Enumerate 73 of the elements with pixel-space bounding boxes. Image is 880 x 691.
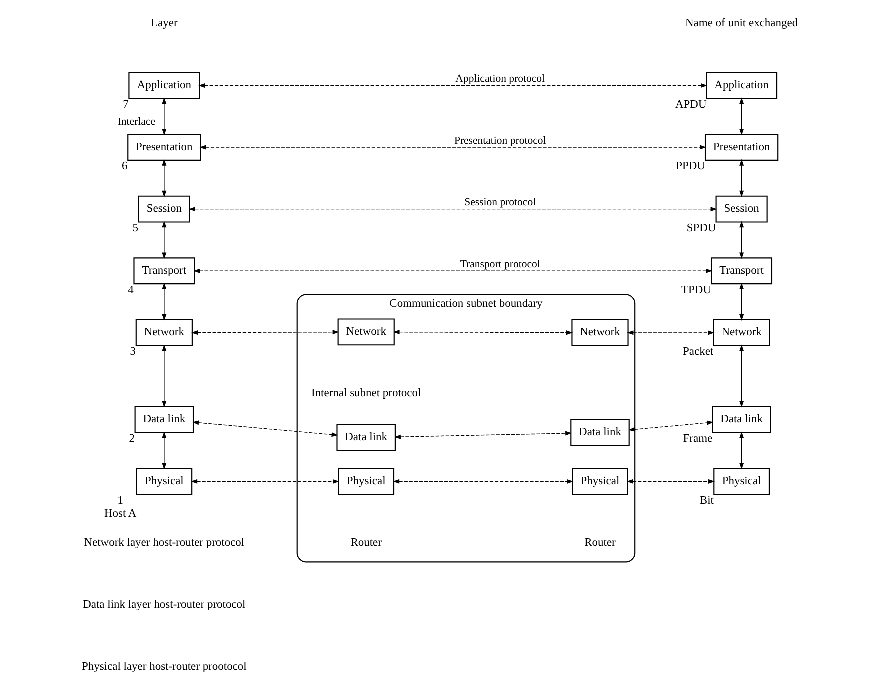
node-label: 6 bbox=[122, 160, 128, 173]
node-label: 7 bbox=[123, 98, 129, 111]
arrow bbox=[162, 98, 167, 136]
arrow bbox=[740, 344, 744, 408]
label: Data link layer host-router protocol bbox=[83, 599, 246, 612]
arrow bbox=[394, 431, 572, 440]
node-box: Network bbox=[136, 319, 193, 346]
edge-label: Application protocol bbox=[456, 73, 546, 86]
arrow bbox=[194, 268, 713, 274]
arrow bbox=[740, 98, 744, 136]
node-label: Packet bbox=[683, 346, 714, 358]
arrow bbox=[188, 207, 718, 212]
label: Physical layer host-router prootocol bbox=[82, 660, 247, 673]
node-label: TPDU bbox=[682, 284, 712, 296]
node-label: Frame bbox=[683, 433, 713, 446]
node-box: Data link bbox=[712, 406, 772, 434]
arrow bbox=[198, 83, 708, 88]
node-label: Bit bbox=[700, 494, 714, 507]
arrow bbox=[740, 432, 744, 470]
arrow bbox=[393, 479, 574, 484]
arrow bbox=[628, 420, 714, 432]
node-box: Physical bbox=[572, 468, 628, 496]
node-box: Network bbox=[338, 318, 395, 346]
node-box: Physical bbox=[136, 468, 193, 496]
arrow bbox=[192, 330, 340, 336]
arrow bbox=[162, 283, 167, 321]
arrow bbox=[740, 282, 744, 321]
arrow bbox=[740, 159, 744, 198]
arrow bbox=[162, 432, 167, 470]
node-box: Data link bbox=[134, 406, 194, 434]
node-label: 4 bbox=[128, 284, 134, 296]
node-label: PPDU bbox=[676, 160, 706, 173]
label: Internal subnet protocol bbox=[311, 388, 422, 400]
node-box: Application bbox=[128, 72, 200, 100]
arrow bbox=[162, 159, 167, 198]
arrow bbox=[192, 420, 338, 438]
node-box: Application bbox=[706, 72, 778, 100]
node-label: 3 bbox=[130, 346, 136, 358]
node-box: Session bbox=[716, 196, 768, 223]
node-label: Router bbox=[584, 537, 616, 550]
edge-label: Interlace bbox=[118, 116, 156, 128]
arrow bbox=[162, 221, 167, 260]
node-label: 2 bbox=[129, 433, 135, 446]
arrow bbox=[393, 330, 574, 336]
node-label: 5 bbox=[132, 222, 139, 234]
node-box: Network bbox=[572, 319, 629, 346]
arrow bbox=[626, 479, 716, 484]
label: Name of unit exchanged bbox=[686, 18, 798, 30]
node-box: Presentation bbox=[128, 134, 202, 161]
node-label: Host A bbox=[104, 508, 137, 520]
node-box: Data link bbox=[336, 424, 396, 452]
arrow bbox=[200, 145, 706, 150]
arrow bbox=[191, 479, 340, 484]
node-label: Router bbox=[350, 537, 382, 550]
arrow bbox=[162, 344, 167, 408]
node-label: SPDU bbox=[686, 222, 716, 234]
label: Network layer host-router protocol bbox=[84, 537, 245, 550]
arrow bbox=[627, 330, 715, 336]
node-box: Session bbox=[138, 196, 190, 223]
node-box: Physical bbox=[338, 468, 395, 496]
edge-label: Transport protocol bbox=[460, 258, 540, 271]
node-box: Presentation bbox=[704, 134, 779, 161]
edge-label: Presentation protocol bbox=[454, 134, 546, 147]
node-label: 1 bbox=[118, 494, 124, 507]
label: Layer bbox=[151, 18, 178, 30]
node-box: Transport bbox=[711, 258, 773, 285]
node-box: Network bbox=[713, 319, 770, 346]
node-box: Physical bbox=[714, 468, 770, 496]
node-box: Data link bbox=[570, 419, 630, 446]
arrow bbox=[740, 221, 744, 260]
node-label: APDU bbox=[676, 98, 707, 111]
node-box: Transport bbox=[134, 258, 196, 285]
edge-label: Session protocol bbox=[464, 196, 536, 209]
